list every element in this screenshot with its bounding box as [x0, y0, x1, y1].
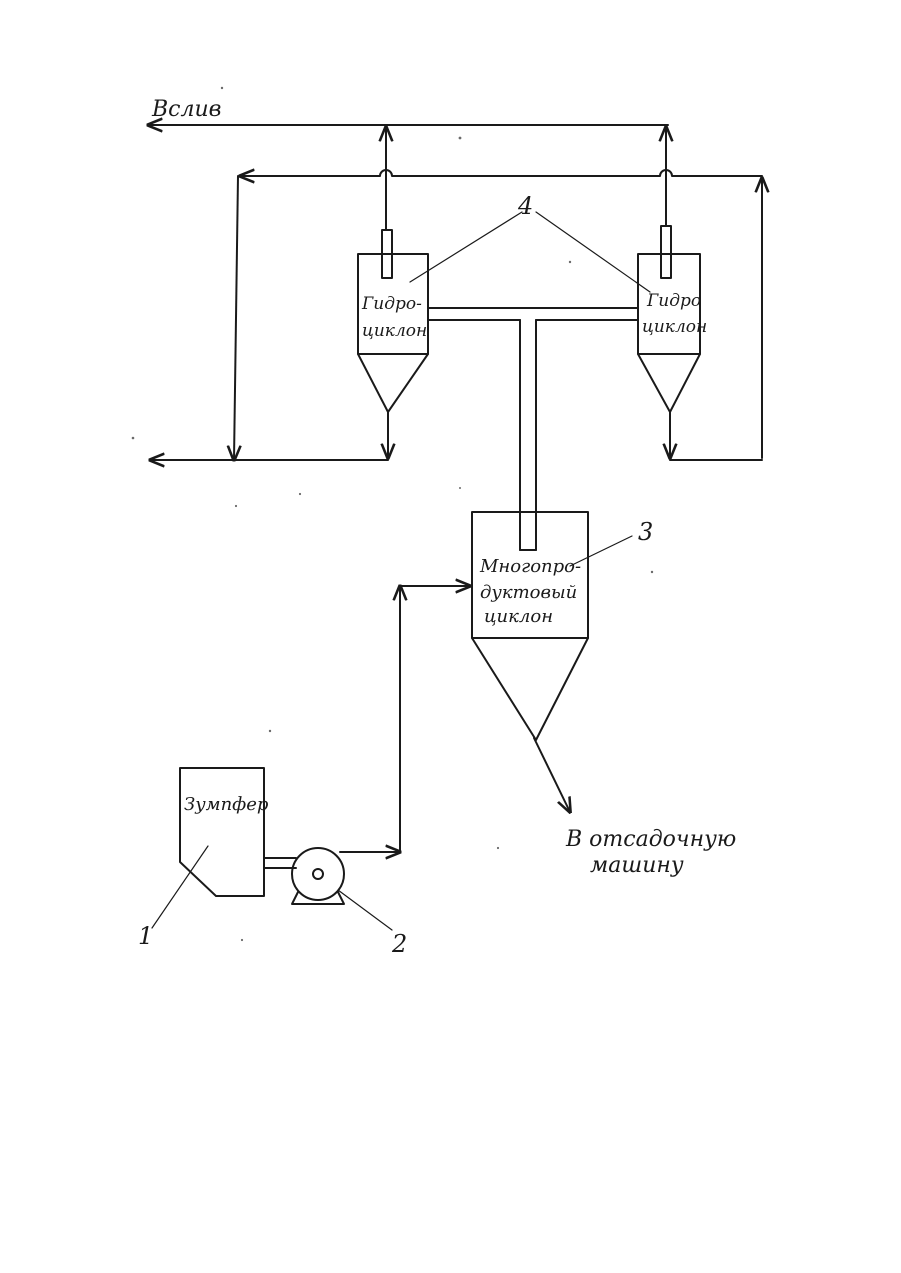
destination-label-2: машину: [590, 853, 684, 878]
sump: [180, 768, 296, 896]
callout-sump: 1: [138, 922, 153, 950]
multiproduct-cyclone-label-2: дуктовый: [480, 582, 577, 603]
hydrocyclone-right-label-1: Гидро: [646, 291, 701, 311]
overflow-label: Вслив: [151, 97, 221, 122]
multiproduct-cyclone-label-3: циклон: [484, 606, 553, 627]
pump: [292, 848, 344, 904]
pump-discharge-line: [340, 586, 470, 852]
return-loop-upper: [234, 170, 762, 460]
sump-label: Зумпфер: [184, 794, 269, 815]
callout-hydrocyclones: 4: [517, 192, 533, 220]
hydrocyclone-left-label-2: циклон: [362, 321, 427, 341]
multiproduct-cyclone-label-1: Многопро-: [479, 556, 581, 577]
hydrocyclone-left-label-1: Гидро-: [361, 294, 422, 314]
feed-pipe-tee: [428, 308, 638, 550]
callout-pump: 2: [391, 930, 407, 958]
destination-label-1: В отсадочную: [565, 827, 736, 852]
callout-multiproduct-cyclone: 3: [638, 518, 653, 546]
hydrocyclone-right-label-2: циклон: [642, 317, 707, 337]
